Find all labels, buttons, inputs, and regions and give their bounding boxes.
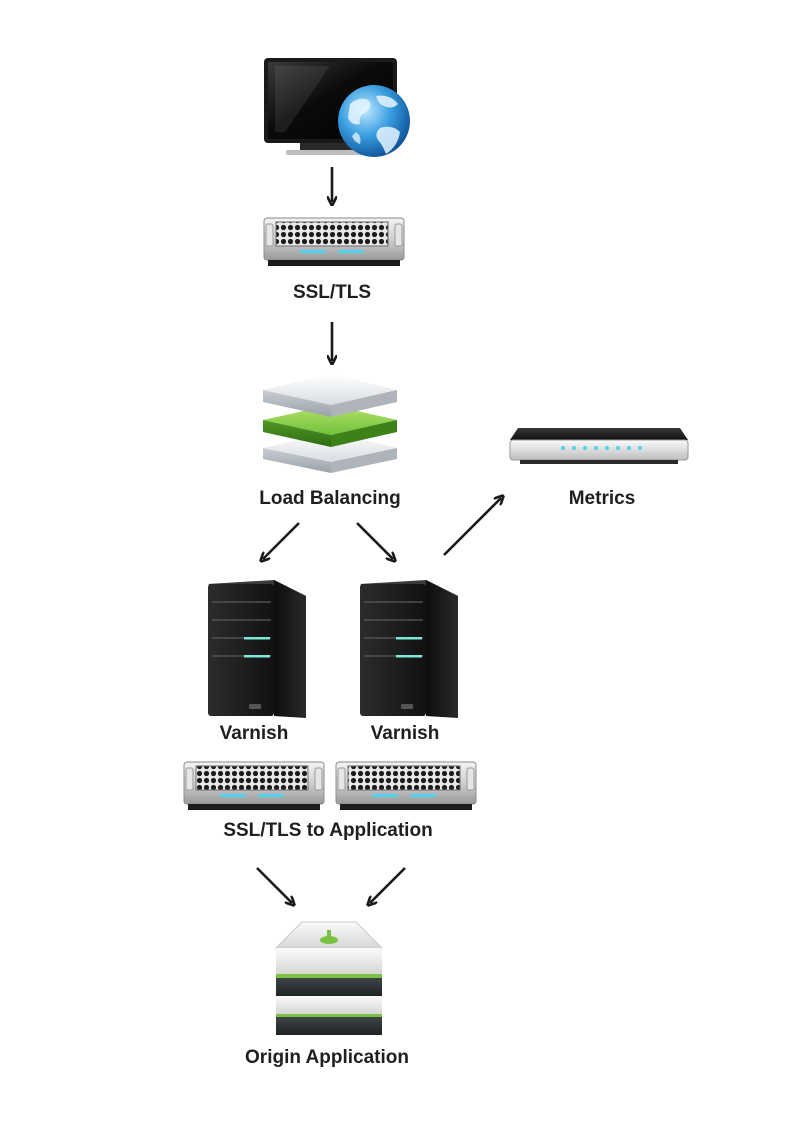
ssl-tls-label: SSL/TLS: [292, 282, 372, 303]
server-tower-icon: [208, 580, 306, 718]
origin-application-label: Origin Application: [245, 1047, 409, 1068]
arrow-ssl-left-to-origin: [256, 867, 292, 903]
arrow-lb-to-varnish-left: [263, 522, 300, 559]
ssl-tls-to-application-label: SSL/TLS to Application: [223, 820, 433, 841]
server-tower-icon: [360, 580, 458, 718]
metrics-router-icon: [509, 428, 689, 464]
arrow-ssl-right-to-origin: [370, 867, 406, 903]
ssl-appliance-icon: [335, 761, 477, 810]
origin-application-icon: [274, 921, 384, 1035]
arrow-varnish-to-metrics: [443, 498, 501, 556]
varnish-left-label: Varnish: [219, 723, 289, 744]
varnish-right-label: Varnish: [370, 723, 440, 744]
ssl-appliance-icon: [263, 217, 405, 266]
arrow-lb-to-varnish-right: [356, 522, 393, 559]
load-balancing-label: Load Balancing: [259, 488, 401, 509]
ssl-appliance-icon: [183, 761, 325, 810]
monitor-globe-icon: [264, 58, 410, 157]
load-balancer-stack-icon: [263, 374, 397, 473]
metrics-label: Metrics: [568, 488, 636, 509]
